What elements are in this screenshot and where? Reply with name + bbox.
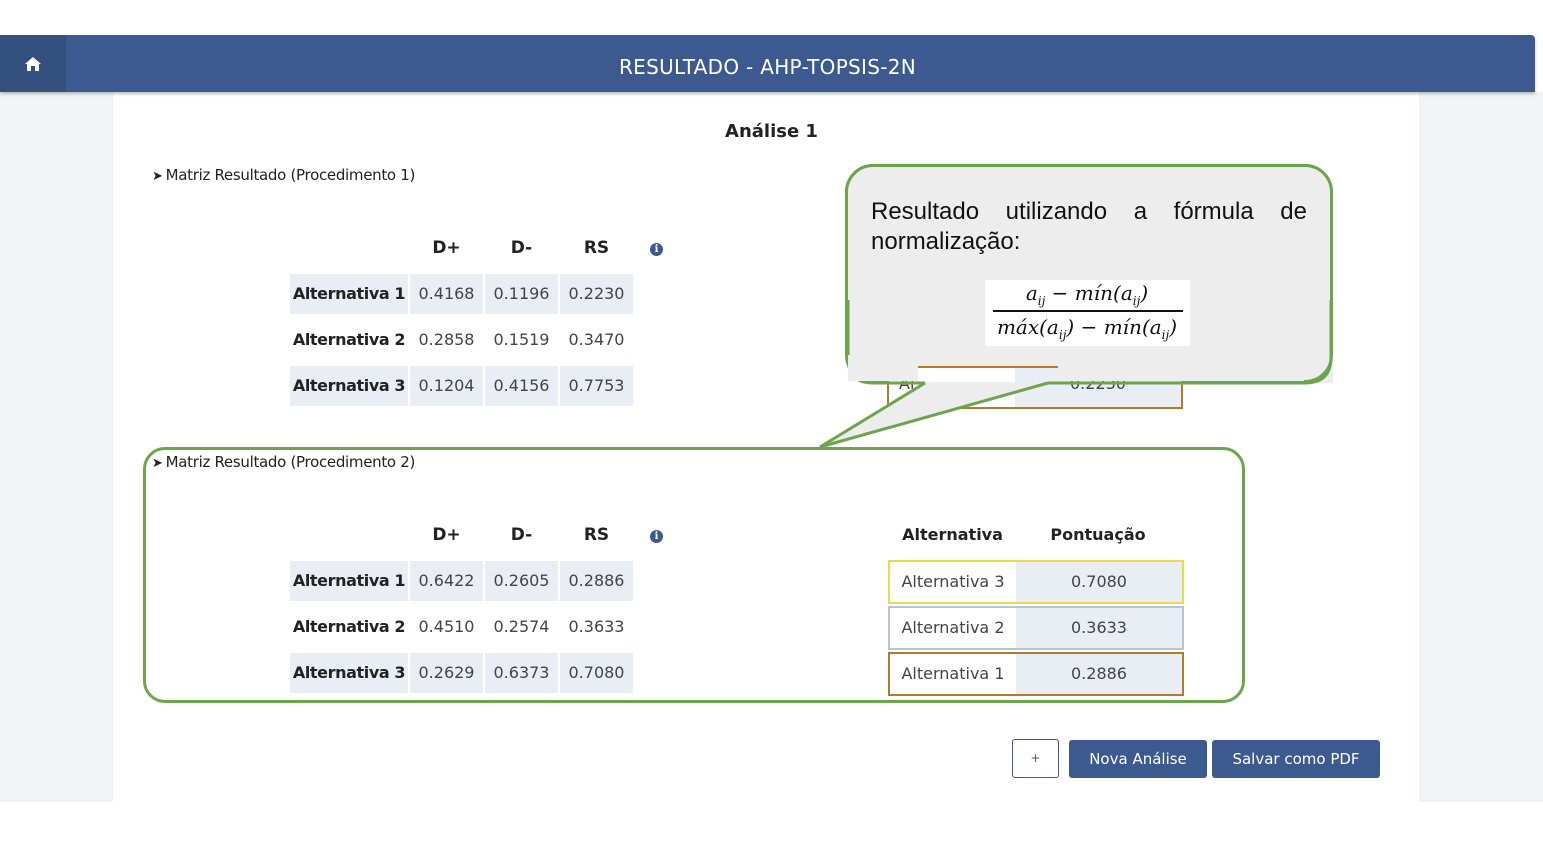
procedure1-header-1: D- [510,238,533,258]
procedure1-cell: 0.7753 [560,366,633,406]
ranking-row: Alternativa 3 0.7080 [888,560,1184,604]
procedure2-row-label: Alternativa 1 [290,561,408,601]
procedure1-cell: 0.2230 [560,274,633,314]
procedure2-header-2: RS [583,525,610,545]
procedure1-row-label: Alternativa 2 [292,330,406,349]
procedure2-cell: 0.2886 [560,561,633,601]
procedure1-header-2: RS [583,238,610,258]
new-analysis-button[interactable]: Nova Análise [1069,740,1207,778]
procedure2-cell: 0.2574 [493,617,550,636]
procedure2-header-1: D- [510,525,533,545]
procedure1-title: ➤Matriz Resultado (Procedimento 1) [152,166,415,184]
procedure1-cell: 0.4156 [485,366,558,406]
procedure2-title: ➤Matriz Resultado (Procedimento 2) [152,453,415,471]
home-icon [25,56,41,71]
ranking-alternative: Alternativa 3 [901,572,1005,591]
ranking-score: 0.2886 [1016,654,1182,694]
procedure2-cell: 0.3633 [568,617,625,636]
procedure1-row-label: Alternativa 1 [290,274,408,314]
ranking-header-alternative: Alternativa [902,525,1003,544]
procedure1-header-0: D+ [432,238,461,258]
procedure1-cell: 0.2858 [418,330,475,349]
svg-text:máx(aij) − mín(aij): máx(aij) − mín(aij) [997,315,1177,342]
procedure2-cell: 0.7080 [560,653,633,693]
svg-text:aij − mín(aij): aij − mín(aij) [1026,281,1148,308]
top-navbar: RESULTADO - AHP-TOPSIS-2N [0,35,1535,92]
procedure1-cell: 0.1519 [493,330,550,349]
arrow-icon: ➤ [152,456,163,471]
formula-graphic: aij − mín(aij) máx(aij) − mín(aij) [993,281,1183,342]
info-icon[interactable]: i [650,530,663,543]
analysis-title: Análise 1 [725,121,818,142]
arrow-icon: ➤ [152,169,163,184]
home-button[interactable] [0,35,66,92]
procedure2-cell: 0.2629 [410,653,483,693]
page-title: RESULTADO - AHP-TOPSIS-2N [618,55,917,79]
procedure2-row-label: Alternativa 3 [290,653,408,693]
callout-text: Resultado utilizando a fórmula de normal… [871,198,1307,255]
ranking-row: Alternativa 1 0.2886 [888,652,1184,696]
ranking-score: 0.7080 [1016,562,1182,602]
ranking-header-score: Pontuação Obtida [1050,525,1146,584]
procedure2-header-0: D+ [432,525,461,545]
info-icon[interactable]: i [650,243,663,256]
procedure1-cell: 0.3470 [568,330,625,349]
ranking-alternative: Alternativa 1 [901,664,1005,683]
procedure1-title-text: Matriz Resultado (Procedimento 1) [165,166,416,184]
procedure2-cell: 0.6422 [410,561,483,601]
procedure2-row-label: Alternativa 2 [292,617,406,636]
ranking-score: 0.3633 [1016,608,1182,648]
procedure1-cell: 0.4168 [410,274,483,314]
procedure2-title-text: Matriz Resultado (Procedimento 2) [165,453,416,471]
procedure2-cell: 0.6373 [485,653,558,693]
procedure1-row-label: Alternativa 3 [290,366,408,406]
normalization-formula: aij − mín(aij) máx(aij) − mín(aij) [985,280,1190,346]
procedure2-cell: 0.2605 [485,561,558,601]
save-pdf-button[interactable]: Salvar como PDF [1212,740,1380,778]
ranking-row: Alternativa 2 0.3633 [888,606,1184,650]
procedure2-highlight-frame [143,447,1245,703]
procedure1-cell: 0.1204 [410,366,483,406]
procedure2-cell: 0.4510 [418,617,475,636]
procedure1-cell: 0.1196 [485,274,558,314]
ranking-alternative: Alternativa 2 [901,618,1005,637]
plus-button[interactable]: + [1012,739,1059,778]
